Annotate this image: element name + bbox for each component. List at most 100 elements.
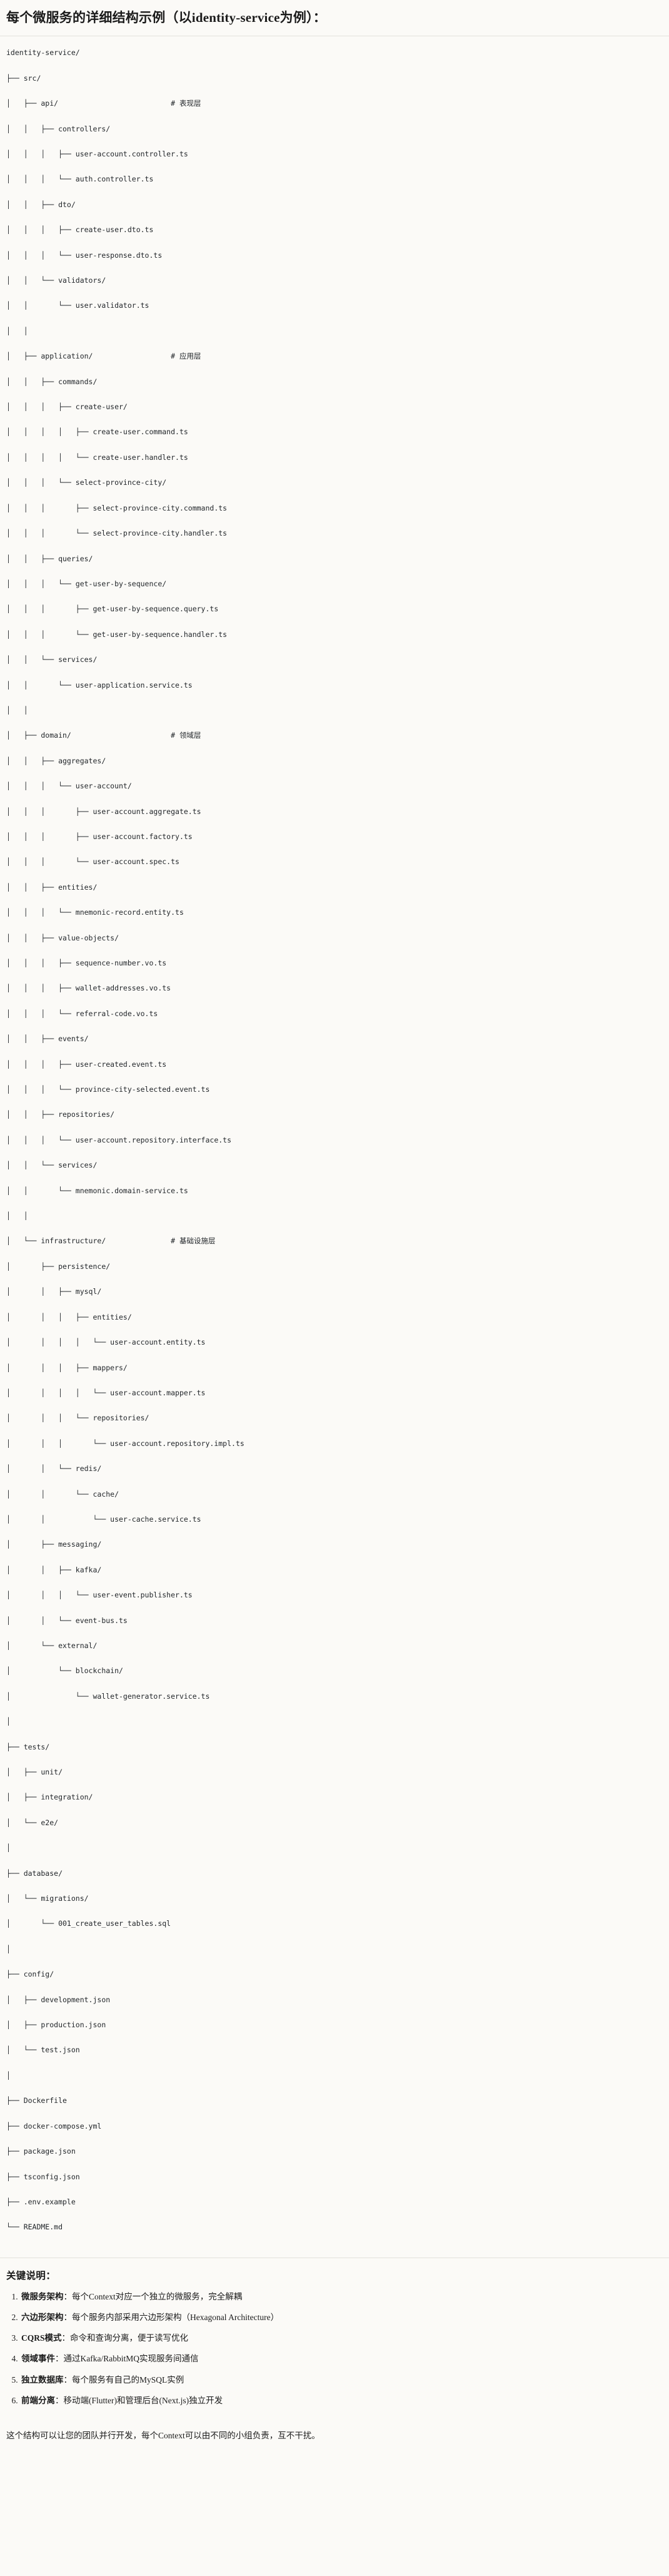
tree-line: │ │ └── services/: [6, 655, 98, 664]
tree-line: │ ├── messaging/: [6, 1540, 102, 1549]
key-point-term: 独立数据库: [21, 2375, 64, 2385]
tree-line: │: [6, 1843, 11, 1853]
tree-line: ├── tests/: [6, 1742, 50, 1751]
tree-line: │ │ │ └── user-account.repository.impl.t…: [6, 1438, 244, 1448]
tree-line-comment: # 表现层: [171, 99, 201, 108]
tree-line: │ │ │ └── user-response.dto.ts: [6, 250, 163, 260]
tree-line-comment: # 应用层: [171, 352, 201, 361]
tree-line: │ │ ├── aggregates/: [6, 756, 106, 765]
tree-line: │ │ │ └── user-account.repository.interf…: [6, 1135, 232, 1144]
directory-tree: identity-service/ ├── src/ │ ├── api/ # …: [6, 46, 663, 2246]
tree-line: identity-service/: [6, 48, 80, 58]
tree-line: │ │ ├── repositories/: [6, 1110, 115, 1119]
tree-line: │ └── e2e/: [6, 1818, 59, 1827]
key-point-term: 领域事件: [21, 2354, 55, 2364]
tree-line: │ │: [6, 1211, 28, 1221]
key-point-description: ：每个服务内部采用六边形架构（Hexagonal Architecture）: [63, 2312, 279, 2322]
tree-line-path: │ ├── domain/: [6, 731, 171, 740]
key-point-description: ：每个Context对应一个独立的微服务，完全解耦: [63, 2291, 243, 2301]
key-point-term: 前端分离: [21, 2395, 55, 2405]
tree-line: │ │ │ ├── user-account.factory.ts: [6, 832, 193, 841]
tree-line: │ │ │ ├── user-account.controller.ts: [6, 150, 188, 159]
tree-line-comment: # 领域层: [171, 731, 201, 740]
tree-line: │ │: [6, 705, 28, 715]
tree-line-path: │ ├── api/: [6, 99, 171, 108]
tree-line: │ │ │ └── repositories/: [6, 1413, 149, 1423]
closing-paragraph: 这个结构可以让您的团队并行开发，每个Context可以由不同的小组负责，互不干扰…: [6, 2431, 320, 2441]
tree-line: ├── docker-compose.yml: [6, 2121, 102, 2131]
tree-line: │ │ │ └── referral-code.vo.ts: [6, 1009, 158, 1018]
tree-line: ├── Dockerfile: [6, 2096, 67, 2105]
tree-line: │ │ ├── entities/: [6, 882, 98, 892]
tree-line: │: [6, 2070, 11, 2080]
key-points-title: 关键说明：: [6, 2270, 56, 2281]
page-title: 每个微服务的详细结构示例（以identity-service为例）：: [6, 10, 326, 25]
tree-line: │ │ │ └── mnemonic-record.entity.ts: [6, 908, 184, 917]
key-point-term: CQRS模式: [21, 2333, 62, 2343]
tree-line: │ ├── unit/: [6, 1768, 63, 1777]
key-point-item: 六边形架构：每个服务内部采用六边形架构（Hexagonal Architectu…: [20, 2311, 663, 2324]
key-point-item: 微服务架构：每个Context对应一个独立的微服务，完全解耦: [20, 2291, 663, 2303]
tree-line: ├── .env.example: [6, 2197, 76, 2206]
tree-line: │ │ └── mnemonic.domain-service.ts: [6, 1186, 188, 1195]
tree-line: │ │ │ ├── get-user-by-sequence.query.ts: [6, 604, 219, 614]
tree-line: │ └── test.json: [6, 2045, 80, 2055]
tree-line: │: [6, 1944, 11, 1953]
tree-line: │ │ │ └── select-province-city.handler.t…: [6, 529, 228, 538]
tree-line: │ │ │ ├── create-user.dto.ts: [6, 225, 154, 235]
tree-line: │ │ │ └── auth.controller.ts: [6, 175, 154, 184]
tree-line: ├── src/: [6, 73, 41, 83]
key-point-term: 微服务架构: [21, 2291, 64, 2301]
tree-line: ├── config/: [6, 1970, 54, 1979]
tree-line: │ │ │ │ └── user-account.entity.ts: [6, 1338, 206, 1347]
tree-line: │ │ └── cache/: [6, 1489, 119, 1499]
tree-line: │ │ │ └── user-account.spec.ts: [6, 857, 179, 867]
tree-line: │ │ ├── events/: [6, 1034, 89, 1044]
tree-line: │ ├── persistence/: [6, 1261, 111, 1271]
tree-line: │ │ │ └── user-event.publisher.ts: [6, 1591, 193, 1600]
tree-line: │ │ │ ├── wallet-addresses.vo.ts: [6, 984, 171, 993]
document-page: 每个微服务的详细结构示例（以identity-service为例）： ident…: [0, 0, 669, 2443]
tree-line: ├── tsconfig.json: [6, 2172, 80, 2181]
directory-tree-block: identity-service/ ├── src/ │ ├── api/ # …: [0, 36, 669, 2257]
tree-line: │ │ │ ├── user-account.aggregate.ts: [6, 807, 201, 816]
key-point-item: CQRS模式：命令和查询分离，便于读写优化: [20, 2332, 663, 2344]
tree-line: │ ├── application/ # 应用层: [6, 350, 663, 362]
tree-line: │ │ ├── mysql/: [6, 1287, 102, 1296]
tree-line: │ │ └── event-bus.ts: [6, 1616, 128, 1625]
tree-line: │ │ │ ├── mappers/: [6, 1363, 128, 1372]
tree-line: │ │ └── redis/: [6, 1464, 102, 1474]
tree-line: │ └── infrastructure/ # 基础设施层: [6, 1235, 663, 1247]
key-point-item: 前端分离：移动端(Flutter)和管理后台(Next.js)独立开发: [20, 2395, 663, 2407]
tree-line: │ │ │ └── select-province-city/: [6, 478, 167, 487]
tree-line: │ └── wallet-generator.service.ts: [6, 1691, 210, 1701]
tree-line: │ │ ├── kafka/: [6, 1565, 102, 1574]
tree-line: └── README.md: [6, 2222, 63, 2232]
key-point-item: 独立数据库：每个服务有自己的MySQL实例: [20, 2374, 663, 2386]
tree-line: │ └── blockchain/: [6, 1666, 123, 1676]
key-points-list: 微服务架构：每个Context对应一个独立的微服务，完全解耦六边形架构：每个服务…: [6, 2291, 663, 2408]
tree-line: │ │ └── services/: [6, 1161, 98, 1170]
tree-line: │ │ │ │ ├── create-user.command.ts: [6, 427, 188, 437]
tree-line: │ │ │ ├── select-province-city.command.t…: [6, 503, 228, 512]
tree-line: │ ├── production.json: [6, 2020, 106, 2030]
key-point-description: ：每个服务有自己的MySQL实例: [63, 2375, 184, 2385]
tree-line-path: │ └── infrastructure/: [6, 1236, 171, 1246]
tree-line: │ └── external/: [6, 1641, 98, 1650]
tree-line: │ │ │ └── get-user-by-sequence/: [6, 579, 167, 588]
tree-line: │ ├── development.json: [6, 1995, 111, 2004]
tree-line: ├── package.json: [6, 2147, 76, 2156]
tree-line: │: [6, 1717, 11, 1726]
tree-line: │ │ └── user-cache.service.ts: [6, 1514, 201, 1524]
tree-line: │ │ ├── dto/: [6, 200, 76, 209]
tree-line: │ │ └── user-application.service.ts: [6, 680, 193, 690]
tree-line-comment: # 基础设施层: [171, 1236, 216, 1246]
tree-line: │ │ │ │ └── user-account.mapper.ts: [6, 1388, 206, 1397]
tree-line: │ │ ├── commands/: [6, 377, 98, 386]
tree-line: │ │ │ ├── sequence-number.vo.ts: [6, 959, 167, 968]
tree-line: │ │ └── validators/: [6, 276, 106, 285]
tree-line: │ │ │ ├── create-user/: [6, 402, 128, 412]
tree-line: ├── database/: [6, 1868, 63, 1878]
tree-line: │ │ │ └── province-city-selected.event.t…: [6, 1085, 210, 1094]
tree-line: │ └── 001_create_user_tables.sql: [6, 1919, 171, 1928]
